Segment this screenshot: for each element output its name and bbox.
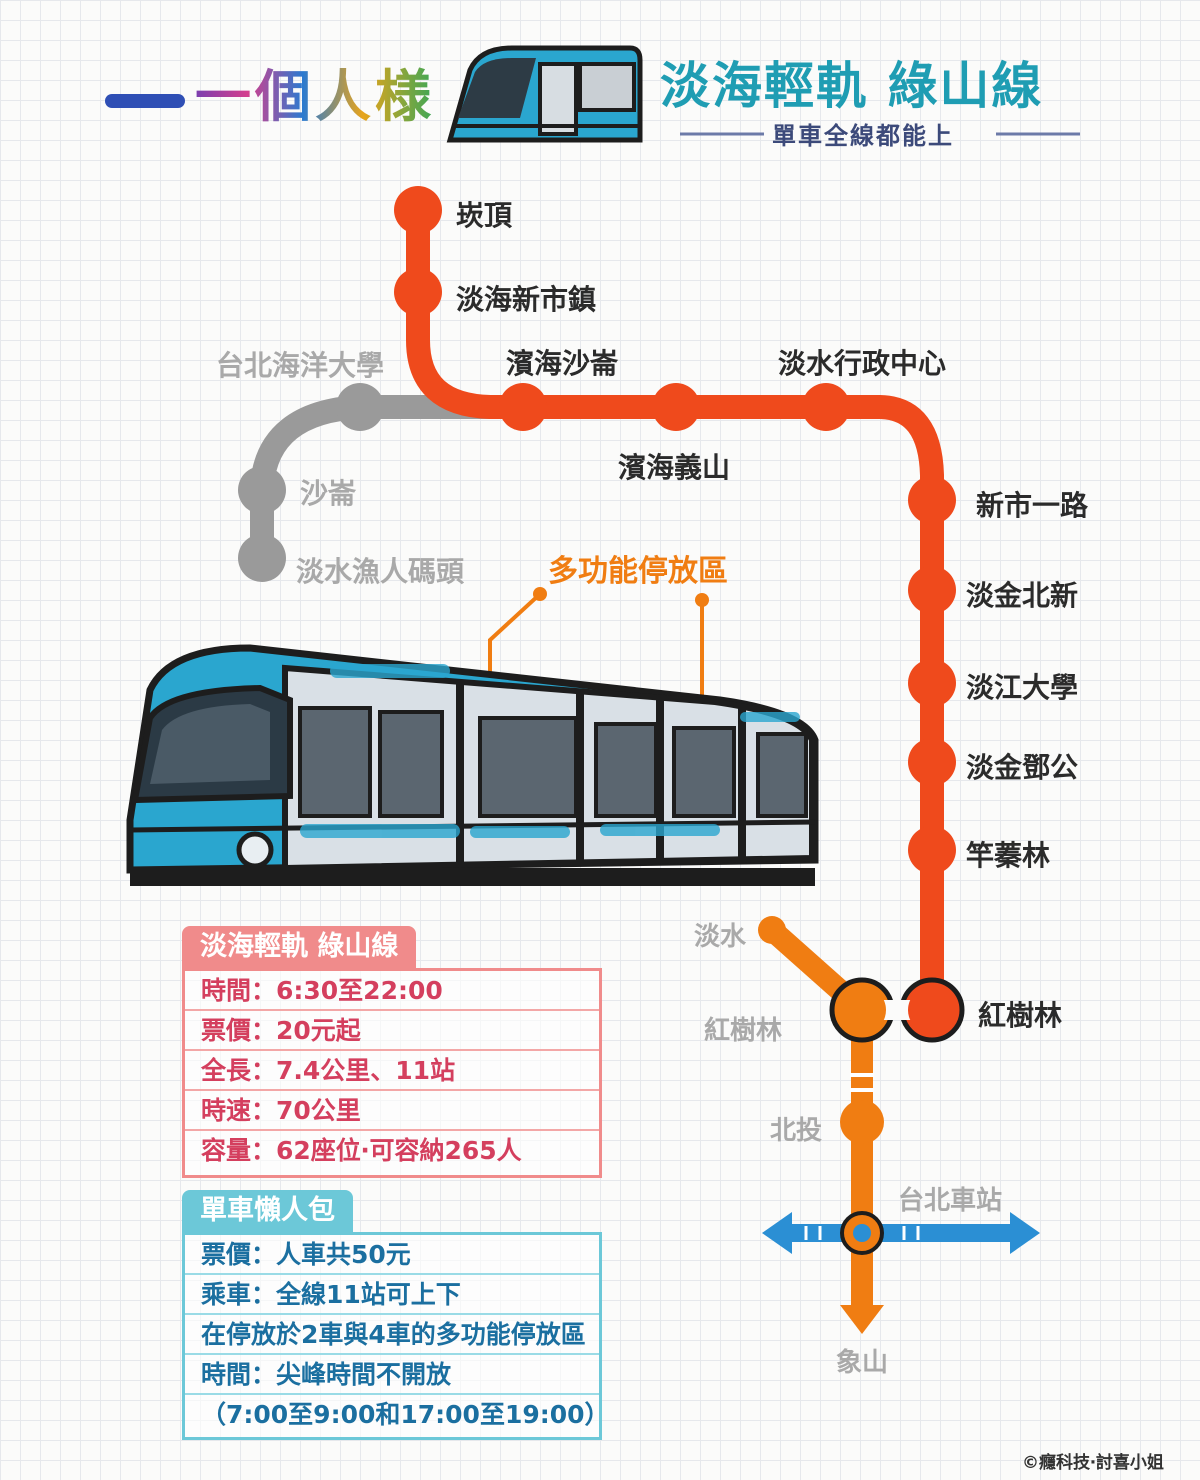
page-title: 淡海輕軌 綠山線 [660,57,1044,115]
station-label: 淡水行政中心 [778,347,947,380]
station-label: 紅樹林 [978,999,1063,1032]
station-label: 崁頂 [456,199,513,232]
station-label: 淡水 [694,922,747,952]
line-info-title: 淡海輕軌 綠山線 [182,926,417,968]
bike-info-row: 在停放於2車與4車的多功能停放區 [185,1315,599,1355]
station-label: 台北海洋大學 [216,349,385,382]
station-label: 台北車站 [898,1186,1003,1216]
station-label: 淡江大學 [966,671,1079,704]
station-dot-shalun [238,466,286,514]
red-station-dots [394,186,956,874]
blue-arrow-west [762,1212,792,1254]
page-subtitle: 單車全線都能上 [772,122,954,150]
station-label: 濱海義山 [618,451,731,484]
station-label: 竿蓁林 [966,839,1051,872]
station-dot-tamsui-district-office [802,383,850,431]
station-label: 淡海新市鎮 [456,283,597,316]
credit: ©癮科技‧討喜小姐 [1022,1453,1164,1473]
station-dot-binhai-yishan [652,383,700,431]
line-info-row: 時速：70公里 [185,1091,599,1131]
bike-info-body: 票價：人車共50元 乘車：全線11站可上下 在停放於2車與4車的多功能停放區 時… [182,1232,610,1440]
mrt-arrow-south [840,1305,884,1334]
station-dot-ganzhenlin [908,826,956,874]
tram-illustration [126,644,819,886]
station-dot-binhai-shalun [499,383,547,431]
station-dot-fishermans-wharf [238,534,286,582]
bike-zone-callout: 多功能停放區 [548,554,728,589]
line-info-body: 時間：6:30至22:00 票價：20元起 全長：7.4公里、11站 時速：70… [182,968,602,1178]
station-label: 淡金鄧公 [966,751,1079,784]
station-dot-xinshi-1st-rd [908,476,956,524]
callout-dot [695,593,709,607]
station-dot-tamsui-new-town [394,268,442,316]
station-dot-tamkang-university [908,659,956,707]
station-dot-taipei-ocean-university [336,383,384,431]
station-label: 濱海沙崙 [506,347,619,380]
bike-info-title: 單車懶人包 [182,1190,353,1232]
grey-station-dots [238,383,384,582]
line-info-row: 時間：6:30至22:00 [185,971,599,1011]
red-line [406,198,944,1022]
station-label: 象山 [836,1348,889,1378]
station-label: 紅樹林 [704,1016,783,1046]
line-info-row: 全長：7.4公里、11站 [185,1051,599,1091]
bike-info-row: 乘車：全線11站可上下 [185,1275,599,1315]
station-label: 新市一路 [976,489,1089,522]
header-tram-icon [446,45,643,143]
station-dot-tamsui [758,916,786,944]
brand-logo: 一個人様 [195,52,435,133]
station-label: 淡水漁人碼頭 [296,555,465,588]
bike-info-row: 時間：尖峰時間不開放 [185,1355,599,1395]
line-info-row: 容量：62座位‧可容納265人 [201,1136,522,1165]
station-label: 淡金北新 [966,579,1079,612]
bike-info-row: 票價：人車共50元 [185,1235,599,1275]
transfer-hongshulin [829,977,965,1043]
callout-dot [533,587,547,601]
station-dot-kanding [394,186,442,234]
line-info-card: 淡海輕軌 綠山線 時間：6:30至22:00 票價：20元起 全長：7.4公里、… [182,926,602,1178]
blue-arrow-east [1010,1212,1040,1254]
bike-info-row: （7:00至9:00和17:00至19:00） [201,1400,610,1429]
station-dot-danjin-denggong [908,738,956,786]
station-dot-danjin-beixin [908,566,956,614]
station-label: 北投 [770,1116,823,1146]
station-label: 沙崙 [300,477,357,510]
bike-info-card: 單車懶人包 票價：人車共50元 乘車：全線11站可上下 在停放於2車與4車的多功… [182,1190,610,1440]
line-info-row: 票價：20元起 [185,1011,599,1051]
station-dot-taipei-main-inner [853,1224,871,1242]
station-dot-beitou [840,1100,884,1144]
